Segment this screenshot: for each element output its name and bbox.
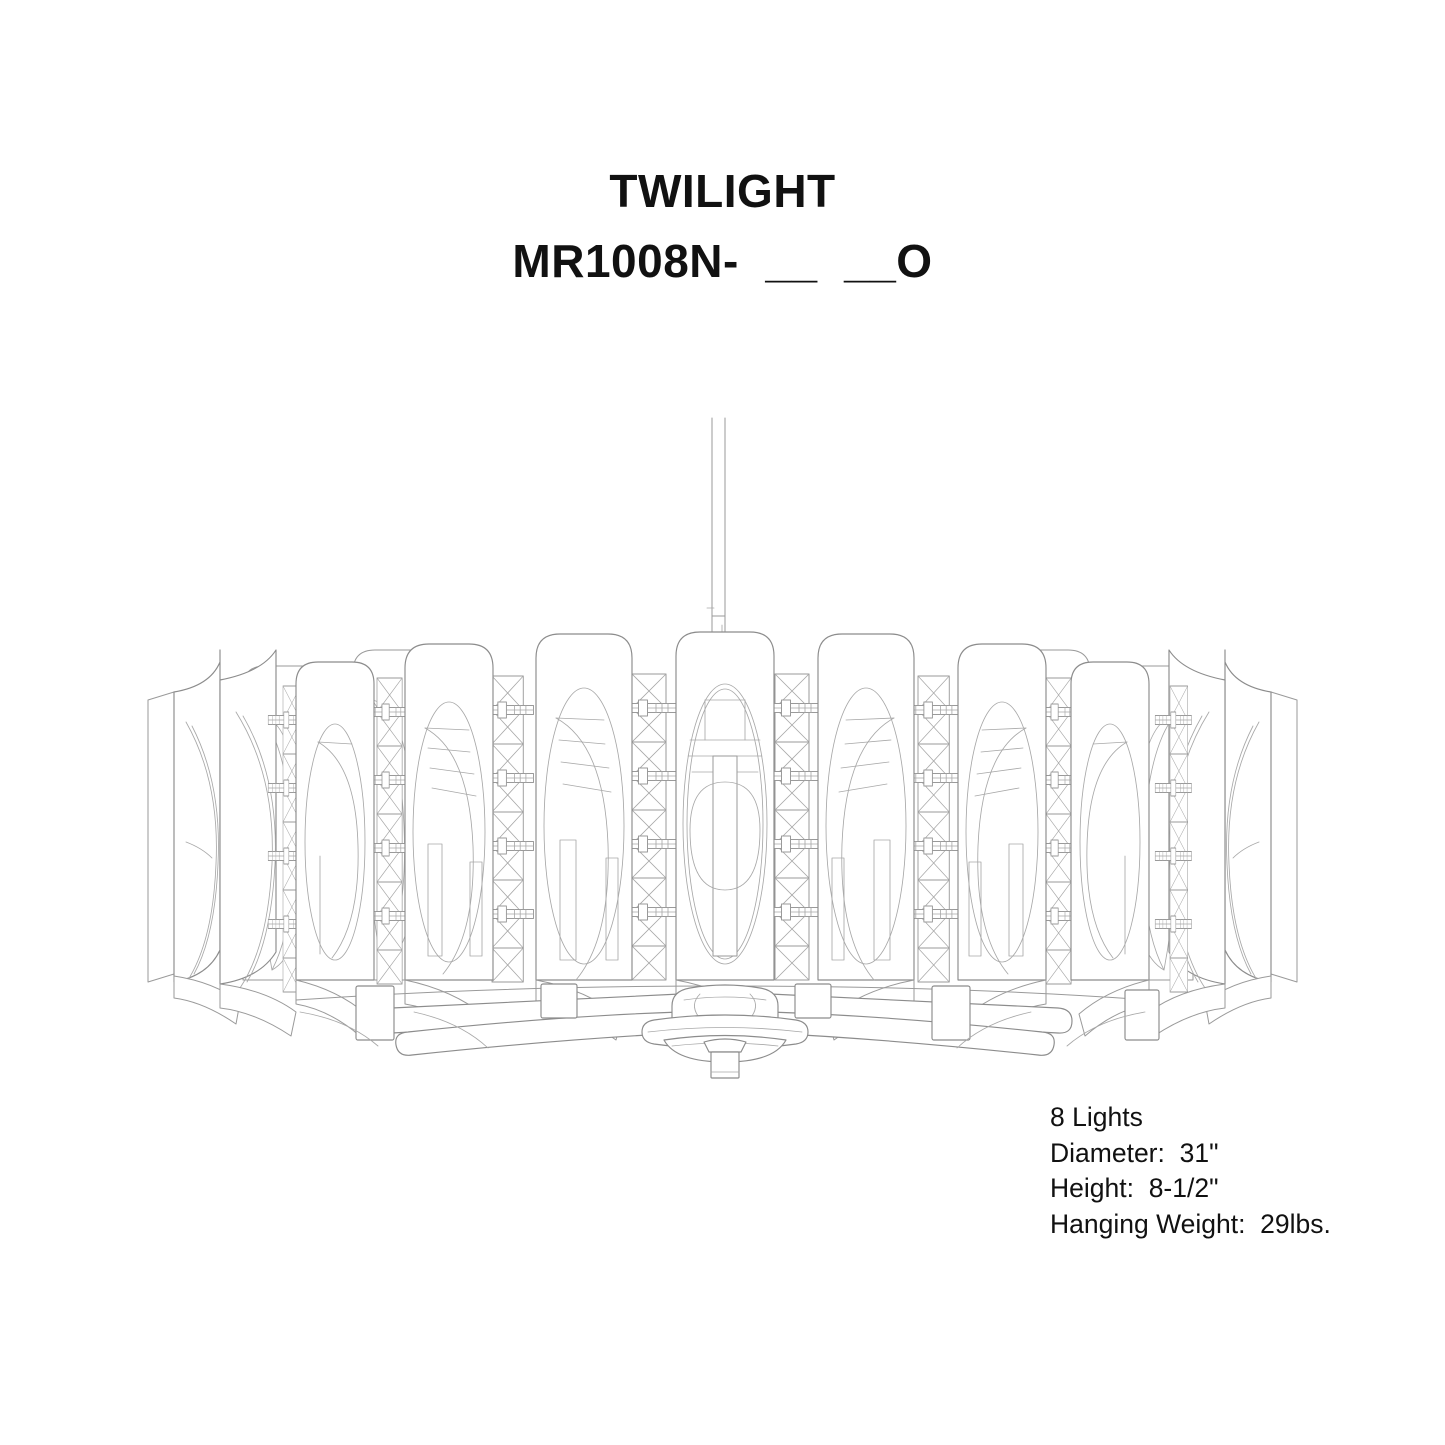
left-edge-panels bbox=[147, 649, 297, 1037]
spec-hanging-weight: Hanging Weight: 29lbs. bbox=[1050, 1208, 1331, 1239]
spec-lights: 8 Lights bbox=[1050, 1102, 1143, 1132]
front-oval-panels bbox=[295, 631, 1150, 1041]
panel bbox=[535, 633, 633, 1041]
panel bbox=[817, 633, 915, 1041]
bottom-assembly bbox=[295, 983, 1160, 1079]
spec-height: Height: 8-1/2" bbox=[1050, 1173, 1219, 1204]
bottom-skirt bbox=[299, 1011, 1146, 1049]
panel bbox=[957, 643, 1047, 1039]
spec-diameter: Diameter: 31" bbox=[1050, 1137, 1219, 1168]
panel bbox=[675, 631, 775, 1041]
downrod bbox=[706, 417, 726, 661]
panel bbox=[1070, 661, 1150, 1037]
panel bbox=[295, 661, 375, 1037]
specifications-block: 8 Lights Diameter: 31" Height: 8-1/2" Ha… bbox=[1050, 1100, 1430, 1243]
panel bbox=[404, 643, 494, 1039]
